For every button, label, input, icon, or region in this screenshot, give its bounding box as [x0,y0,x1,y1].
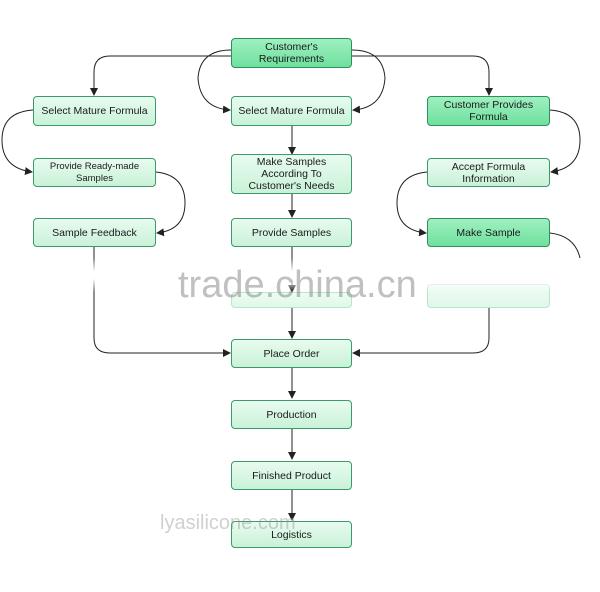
arrow-provides-to-accept [549,109,581,176]
node-accept-formula-information: Accept Formula Information [427,158,550,187]
node-provide-samples: Provide Samples [231,218,352,247]
node-obscured-middle [231,292,352,308]
node-select-mature-formula-left: Select Mature Formula [33,96,156,126]
watermark-fade-band [0,258,600,292]
arrow-accept-to-make [396,171,428,237]
arrow-ready-to-feedback [155,171,186,237]
node-production: Production [231,400,352,429]
node-make-samples-customer-needs: Make Samples According To Customer's Nee… [231,154,352,194]
arrow-req-to-left [90,55,231,96]
arrow-left-merge [93,247,231,357]
arrow-left-select-to-ready [1,109,34,176]
arrow-right-merge [352,308,490,357]
node-sample-feedback: Sample Feedback [33,218,156,247]
watermark-lyasilicone: lyasilicone.com [160,512,296,534]
arrow-req-loop-left [197,49,232,114]
arrow-req-to-right [352,55,493,96]
node-finished-product: Finished Product [231,461,352,490]
arrow-make-sample-curve [549,232,581,259]
node-place-order: Place Order [231,339,352,368]
node-provide-ready-made-samples: Provide Ready-made Samples [33,158,156,187]
node-logistics: Logistics [231,521,352,548]
watermark-trade-china: trade.china.cn [178,264,417,306]
node-make-sample: Make Sample [427,218,550,247]
node-customer-provides-formula: Customer Provides Formula [427,96,550,126]
node-customer-requirements: Customer's Requirements [231,38,352,68]
node-select-mature-formula-mid: Select Mature Formula [231,96,352,126]
arrow-req-loop-right [351,49,386,114]
